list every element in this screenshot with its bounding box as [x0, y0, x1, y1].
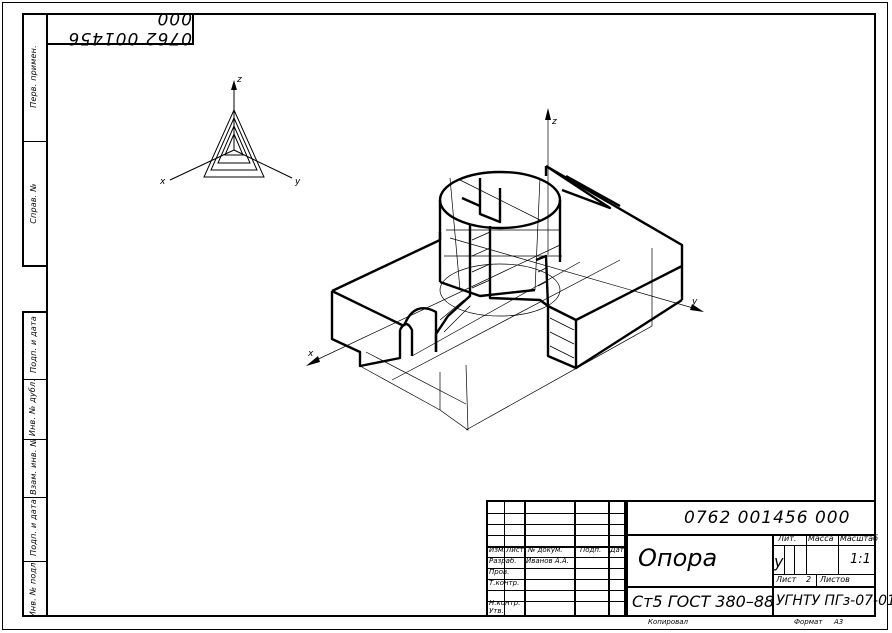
scale-header: Масштаб [840, 534, 879, 543]
triad-x-label: x [159, 177, 166, 187]
role-nkontr: Н.контр. [489, 599, 521, 607]
mass-header: Масса [808, 534, 834, 543]
triad-y-label: y [294, 177, 301, 187]
hdr-data: Дата [610, 546, 629, 554]
hdr-ndokum: № докум. [528, 546, 563, 554]
top-code-box: 0762 001456 000 [46, 8, 194, 48]
axis-triad [169, 84, 293, 181]
format-value: А3 [834, 618, 844, 626]
part-outline [330, 164, 684, 370]
developer-name: Иванов А.А. [526, 557, 569, 565]
format-label: Формат [794, 618, 823, 626]
scale-value: 1:1 [850, 552, 871, 567]
main-axis-arrows [231, 80, 704, 366]
hdr-list: Лист [506, 546, 524, 554]
main-y-label: y [691, 297, 698, 307]
main-x-label: x [307, 349, 314, 359]
role-tkontr: Т.контр. [489, 579, 520, 587]
side-strip-bottom [22, 311, 46, 617]
copied-label: Копировал [648, 618, 688, 626]
hdr-podp: Подп. [580, 546, 602, 554]
drawing-frame [46, 13, 876, 617]
main-z-label: z [551, 117, 557, 127]
side-strip-top [22, 13, 46, 267]
role-razrab: Разраб. [489, 557, 517, 565]
sheet-number: 2 [806, 575, 812, 584]
sheets-label: Листов [820, 575, 850, 584]
material: Ст5 ГОСТ 380–88 [632, 592, 775, 611]
triad-z-label: z [236, 75, 242, 85]
organization: УГНТУ ПГз-07-01 [776, 593, 892, 609]
role-utv: Утв. [489, 607, 504, 615]
construction-lines [309, 110, 701, 431]
title-block: Изм. Лист № докум. Подп. Дата Разраб. Ив… [486, 500, 892, 617]
part-name: Опора [638, 544, 718, 572]
sheet-label: Лист [776, 575, 797, 584]
designation: 0762 001456 000 [684, 508, 851, 528]
hdr-izm: Изм. [489, 546, 506, 554]
role-prov: Пров. [489, 568, 510, 576]
lit-value: у [774, 552, 784, 571]
lit-header: Лит. [778, 534, 797, 543]
